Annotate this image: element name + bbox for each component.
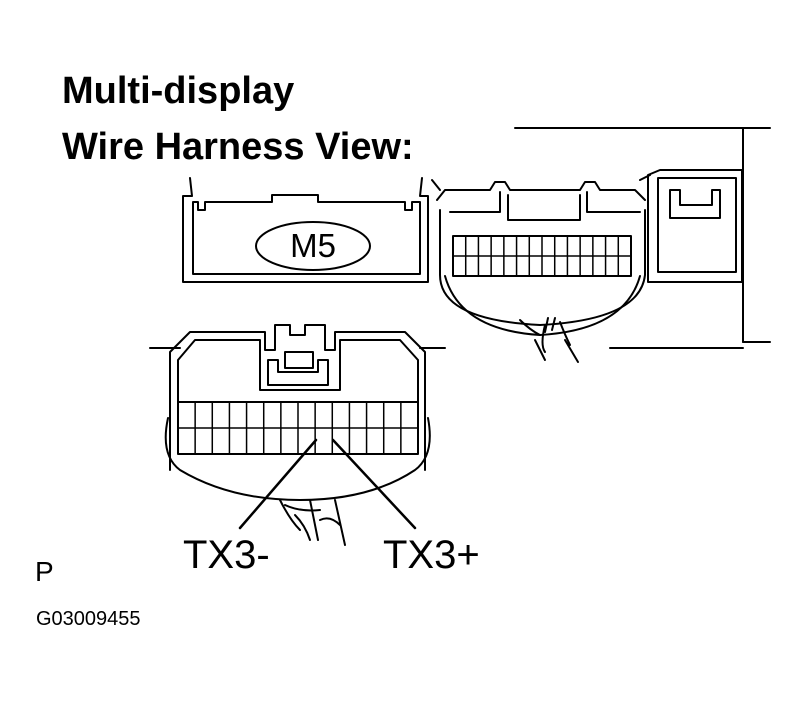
front-connector (164, 324, 431, 546)
m5-label-oval (255, 221, 371, 271)
m5-connector: M5 (182, 177, 429, 283)
m5-label: M5 (290, 227, 336, 264)
corner-letter: P (35, 556, 54, 587)
upper-connector (436, 181, 646, 363)
leader-line-tx3-minus (238, 438, 318, 530)
figure-id: G03009455 (36, 608, 141, 630)
right-connector (431, 169, 743, 283)
title-line-2: Wire Harness View: (62, 126, 414, 168)
terminal-label-tx3-plus: TX3+ (383, 533, 480, 577)
title-line-1: Multi-display (62, 70, 295, 112)
panel-outline (149, 127, 771, 349)
leader-lines (238, 438, 417, 530)
leader-line-tx3-plus (331, 438, 417, 530)
terminal-label-tx3-minus: TX3- (183, 533, 270, 577)
